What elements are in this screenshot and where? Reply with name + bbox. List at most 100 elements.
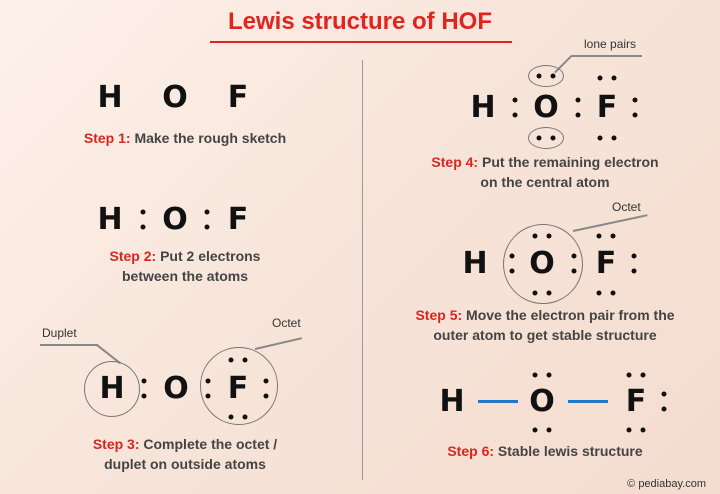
electron-dot: [546, 427, 552, 433]
step-number: Step 6:: [447, 443, 495, 459]
electron-dot: [228, 414, 234, 420]
electron-dot: [512, 112, 518, 118]
step-text-line2: on the central atom: [480, 174, 610, 190]
step4-caption: Step 4: Put the remaining electron on th…: [380, 152, 710, 192]
electron-dot: [575, 112, 581, 118]
atom-f: F: [227, 80, 249, 115]
electron-dot: [611, 75, 617, 81]
electron-dot: [626, 372, 632, 378]
single-bond: [568, 400, 608, 403]
electron-dot: [263, 393, 269, 399]
electron-dot: [610, 233, 616, 239]
single-bond: [478, 400, 518, 403]
electron-dot: [632, 97, 638, 103]
lone-pairs-label: lone pairs: [584, 37, 637, 51]
page-title: Lewis structure of HOF: [227, 8, 493, 35]
atom-h: H: [97, 202, 123, 237]
duplet-label: Duplet: [42, 326, 77, 340]
electron-dot: [532, 233, 538, 239]
step-number: Step 1:: [83, 130, 131, 146]
atom-f: F: [227, 202, 249, 237]
electron-dot: [509, 253, 515, 259]
electron-dot: [546, 290, 552, 296]
electron-dot: [141, 393, 147, 399]
step-text-line2: duplet on outside atoms: [104, 456, 266, 472]
step-text-line2: between the atoms: [121, 268, 249, 284]
atom-o: O: [529, 384, 555, 419]
electron-dot: [228, 357, 234, 363]
octet-label: Octet: [612, 200, 641, 214]
electron-dot: [631, 268, 637, 274]
atom-h: H: [462, 246, 488, 281]
atom-o: O: [163, 371, 189, 406]
electron-dot: [205, 378, 211, 384]
electron-dot: [571, 268, 577, 274]
step5-caption: Step 5: Move the electron pair from the …: [380, 305, 710, 345]
electron-dot: [532, 372, 538, 378]
step-number: Step 2:: [109, 248, 157, 264]
title-underline: [210, 41, 512, 43]
step6-caption: Step 6: Stable lewis structure: [380, 441, 710, 461]
electron-dot: [532, 290, 538, 296]
step2-caption: Step 2: Put 2 electrons between the atom…: [20, 246, 350, 286]
step-text: Complete the octet /: [143, 436, 278, 452]
electron-dot: [597, 135, 603, 141]
octet-leader-line: [572, 214, 648, 232]
electron-dot: [204, 224, 210, 230]
lone-pairs-leader-line: [572, 55, 642, 57]
step-text: Put 2 electrons: [160, 248, 261, 264]
step-text: Make the rough sketch: [134, 130, 287, 146]
electron-dot: [140, 224, 146, 230]
electron-dot: [205, 393, 211, 399]
atom-o: O: [162, 202, 188, 237]
electron-dot: [509, 268, 515, 274]
step-number: Step 3:: [92, 436, 140, 452]
octet-label: Octet: [272, 316, 301, 330]
electron-dot: [141, 378, 147, 384]
step-text: Stable lewis structure: [497, 443, 643, 459]
electron-dot: [204, 209, 210, 215]
electron-dot: [536, 135, 542, 141]
electron-dot: [597, 75, 603, 81]
duplet-leader-line: [40, 344, 98, 346]
electron-dot: [661, 406, 667, 412]
step-text: Move the electron pair from the: [466, 307, 675, 323]
lone-pair-circle: [528, 127, 564, 149]
lone-pair-circle: [528, 65, 564, 87]
electron-dot: [610, 290, 616, 296]
atom-f: F: [625, 384, 647, 419]
electron-dot: [626, 427, 632, 433]
electron-dot: [546, 372, 552, 378]
atom-f: F: [595, 246, 617, 281]
electron-dot: [263, 378, 269, 384]
step-number: Step 4:: [431, 154, 479, 170]
step-text-line2: outer atom to get stable structure: [433, 327, 657, 343]
electron-dot: [631, 253, 637, 259]
electron-dot: [640, 427, 646, 433]
atom-h: H: [470, 90, 496, 125]
step3-caption: Step 3: Complete the octet / duplet on o…: [20, 434, 350, 474]
electron-dot: [536, 73, 542, 79]
electron-dot: [575, 97, 581, 103]
electron-dot: [550, 73, 556, 79]
atom-o: O: [533, 90, 559, 125]
electron-dot: [242, 414, 248, 420]
electron-dot: [640, 372, 646, 378]
atom-o: O: [529, 246, 555, 281]
step1-caption: Step 1: Make the rough sketch: [20, 128, 350, 148]
atom-o: O: [162, 80, 188, 115]
electron-dot: [611, 135, 617, 141]
electron-dot: [661, 391, 667, 397]
atom-h: H: [99, 371, 125, 406]
electron-dot: [596, 290, 602, 296]
duplet-circle: [84, 361, 140, 417]
octet-circle: [200, 347, 278, 425]
source-credit: © pediabay.com: [627, 478, 706, 490]
electron-dot: [550, 135, 556, 141]
electron-dot: [242, 357, 248, 363]
electron-dot: [596, 233, 602, 239]
atom-f: F: [596, 90, 618, 125]
electron-dot: [571, 253, 577, 259]
column-divider: [362, 60, 363, 480]
atom-f: F: [227, 371, 249, 406]
